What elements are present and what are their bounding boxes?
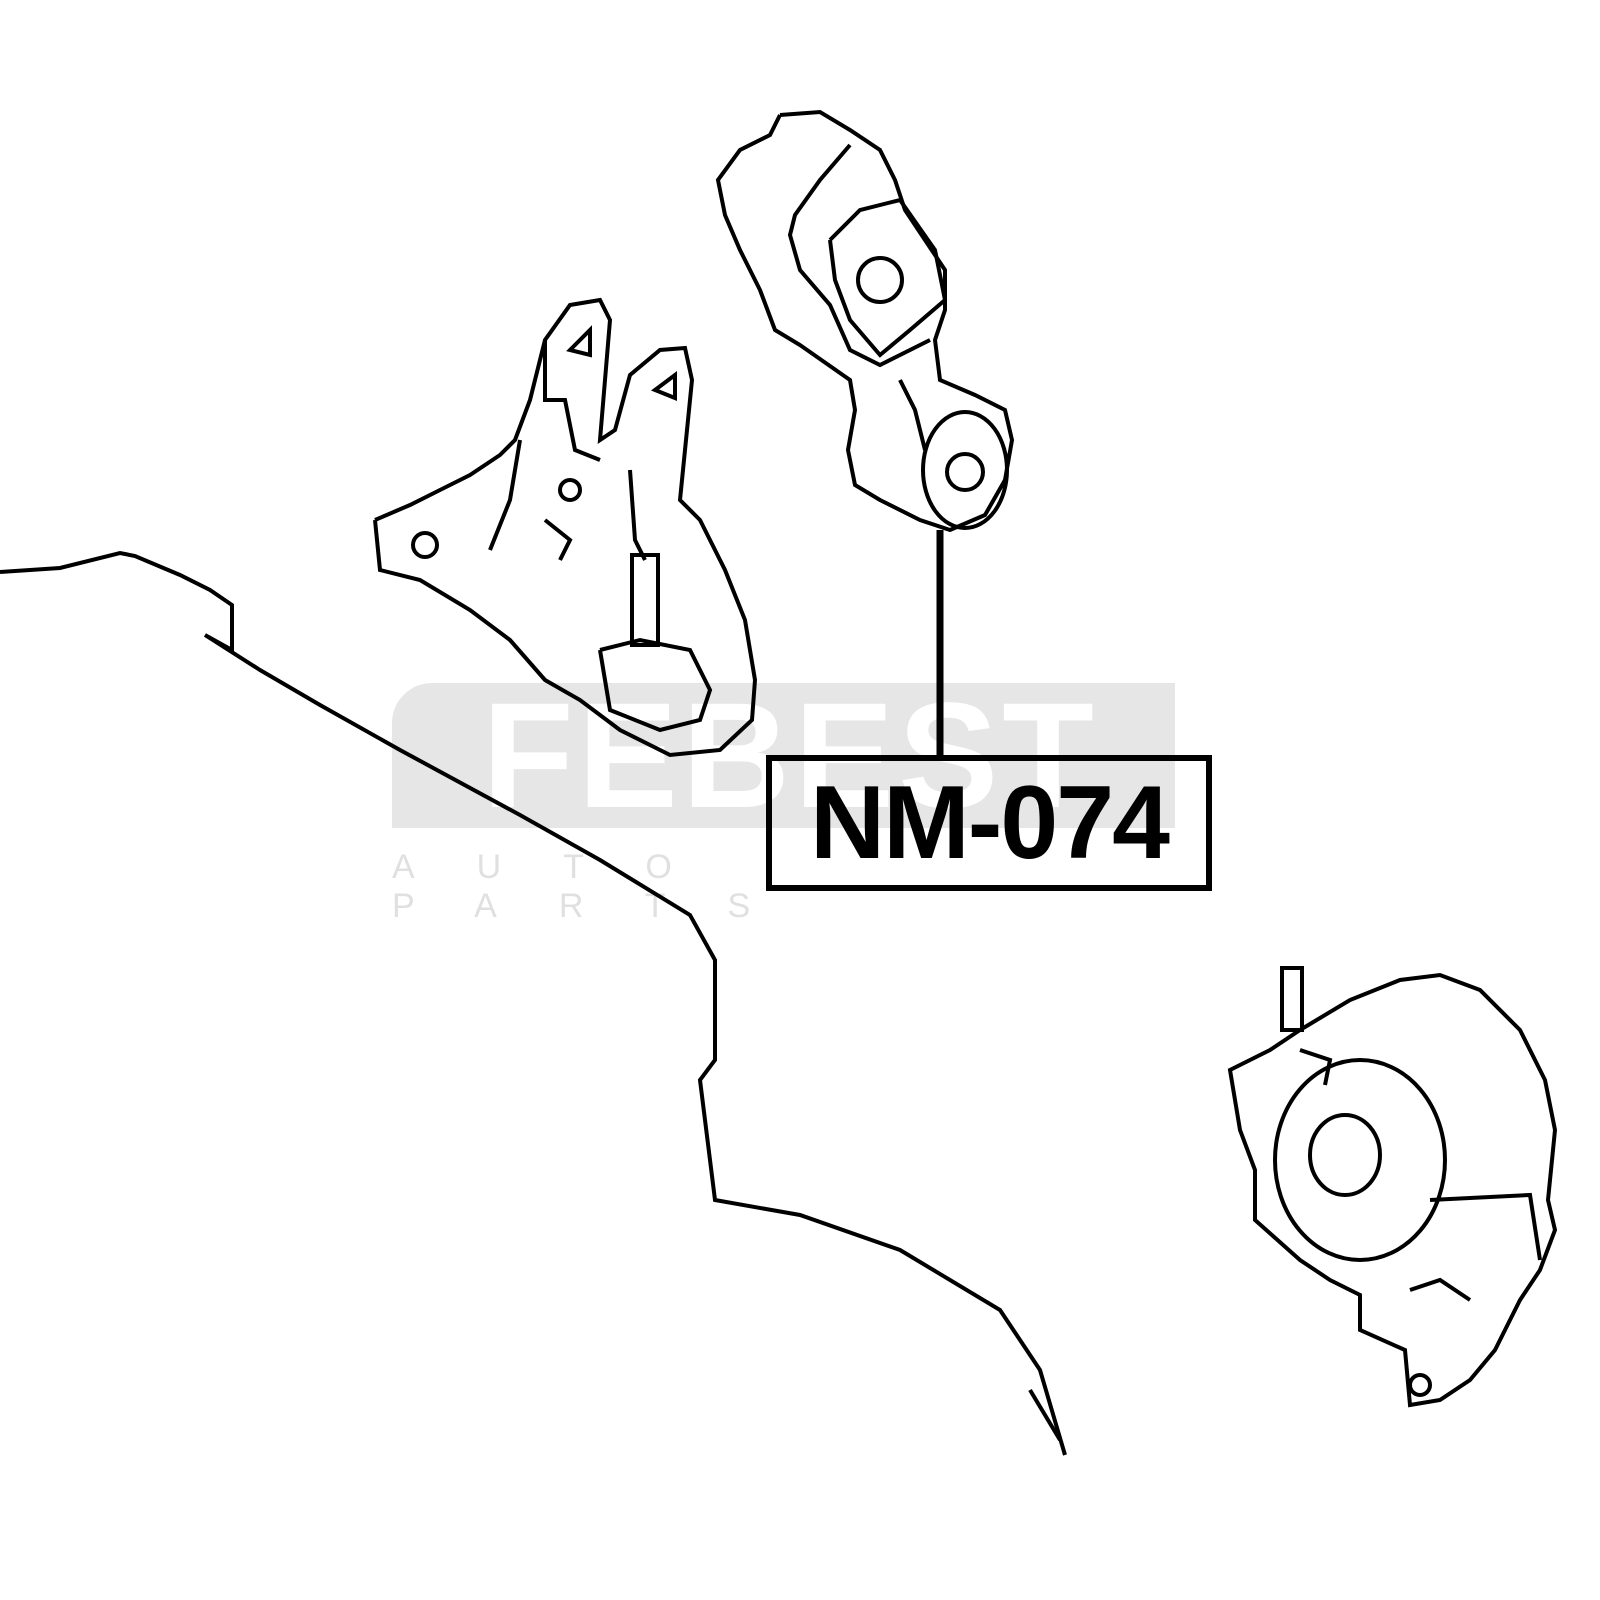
bracket-part: [373, 297, 758, 758]
engine-mount-part: [715, 109, 1015, 533]
rear-mount-part: [1227, 966, 1558, 1408]
vehicle-body-branch: [1028, 1388, 1062, 1442]
vehicle-body-outline: [0, 550, 1067, 1456]
part-number-text: NM-074: [810, 764, 1170, 881]
part-number-label: NM-074: [766, 755, 1212, 891]
